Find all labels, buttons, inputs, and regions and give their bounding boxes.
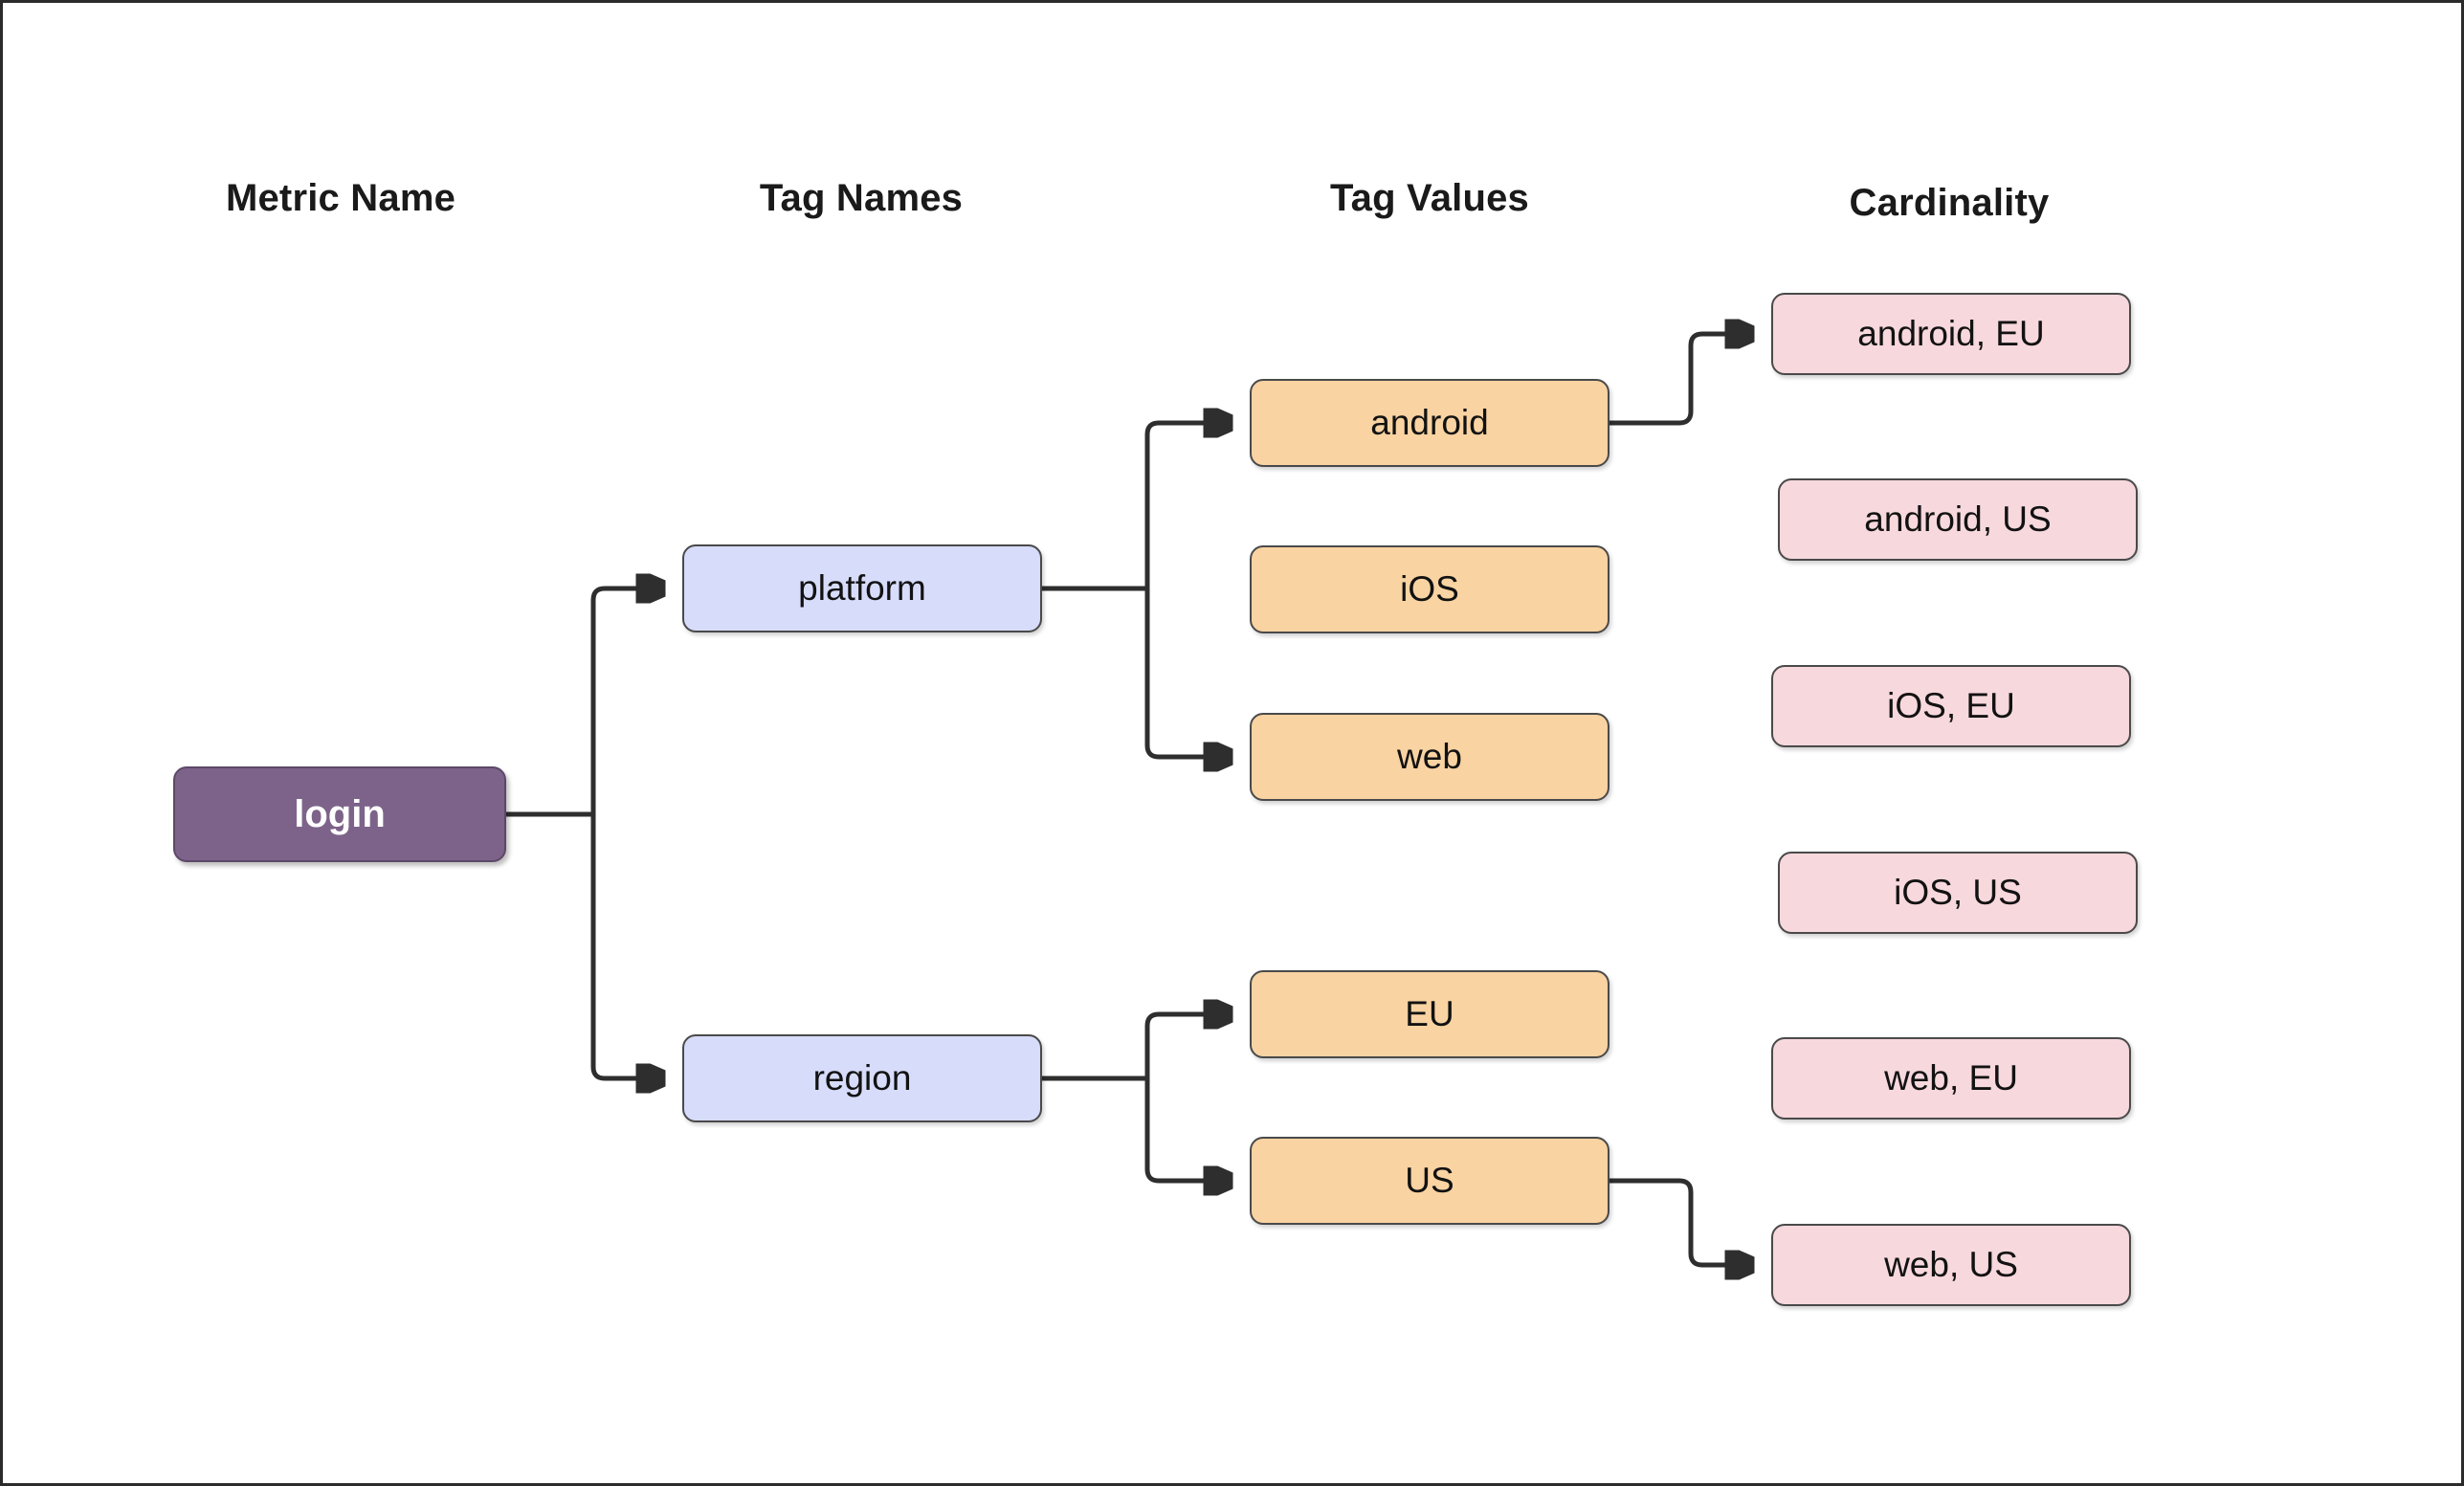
node-web[interactable]: web xyxy=(1250,713,1609,801)
column-header-tag-values: Tag Values xyxy=(1329,177,1530,219)
node-web-eu[interactable]: web, EU xyxy=(1771,1037,2131,1120)
node-ios-us[interactable]: iOS, US xyxy=(1778,852,2138,934)
column-header-metric-name: Metric Name xyxy=(225,177,456,219)
column-header-cardinality: Cardinality xyxy=(1849,182,2050,224)
edge-region-to-eu xyxy=(1144,1014,1231,1078)
node-web-us[interactable]: web, US xyxy=(1771,1224,2131,1306)
edge-us-to-web-us xyxy=(1609,1178,1752,1265)
node-region[interactable]: region xyxy=(682,1034,1042,1122)
edge-login-to-platform xyxy=(590,588,663,814)
edge-platform-to-android xyxy=(1144,423,1231,588)
column-header-tag-names: Tag Names xyxy=(759,177,964,219)
node-platform[interactable]: platform xyxy=(682,544,1042,632)
edge-login-to-region xyxy=(590,814,663,1078)
node-ios-eu[interactable]: iOS, EU xyxy=(1771,665,2131,747)
node-us[interactable]: US xyxy=(1250,1137,1609,1225)
edge-region-to-us xyxy=(1144,1078,1231,1181)
node-android[interactable]: android xyxy=(1250,379,1609,467)
edge-platform-to-web xyxy=(1144,588,1231,757)
node-ios[interactable]: iOS xyxy=(1250,545,1609,633)
node-android-us[interactable]: android, US xyxy=(1778,478,2138,561)
node-login[interactable]: login xyxy=(173,766,506,862)
node-eu[interactable]: EU xyxy=(1250,970,1609,1058)
node-android-eu[interactable]: android, EU xyxy=(1771,293,2131,375)
edge-android-to-android-eu xyxy=(1609,334,1752,426)
